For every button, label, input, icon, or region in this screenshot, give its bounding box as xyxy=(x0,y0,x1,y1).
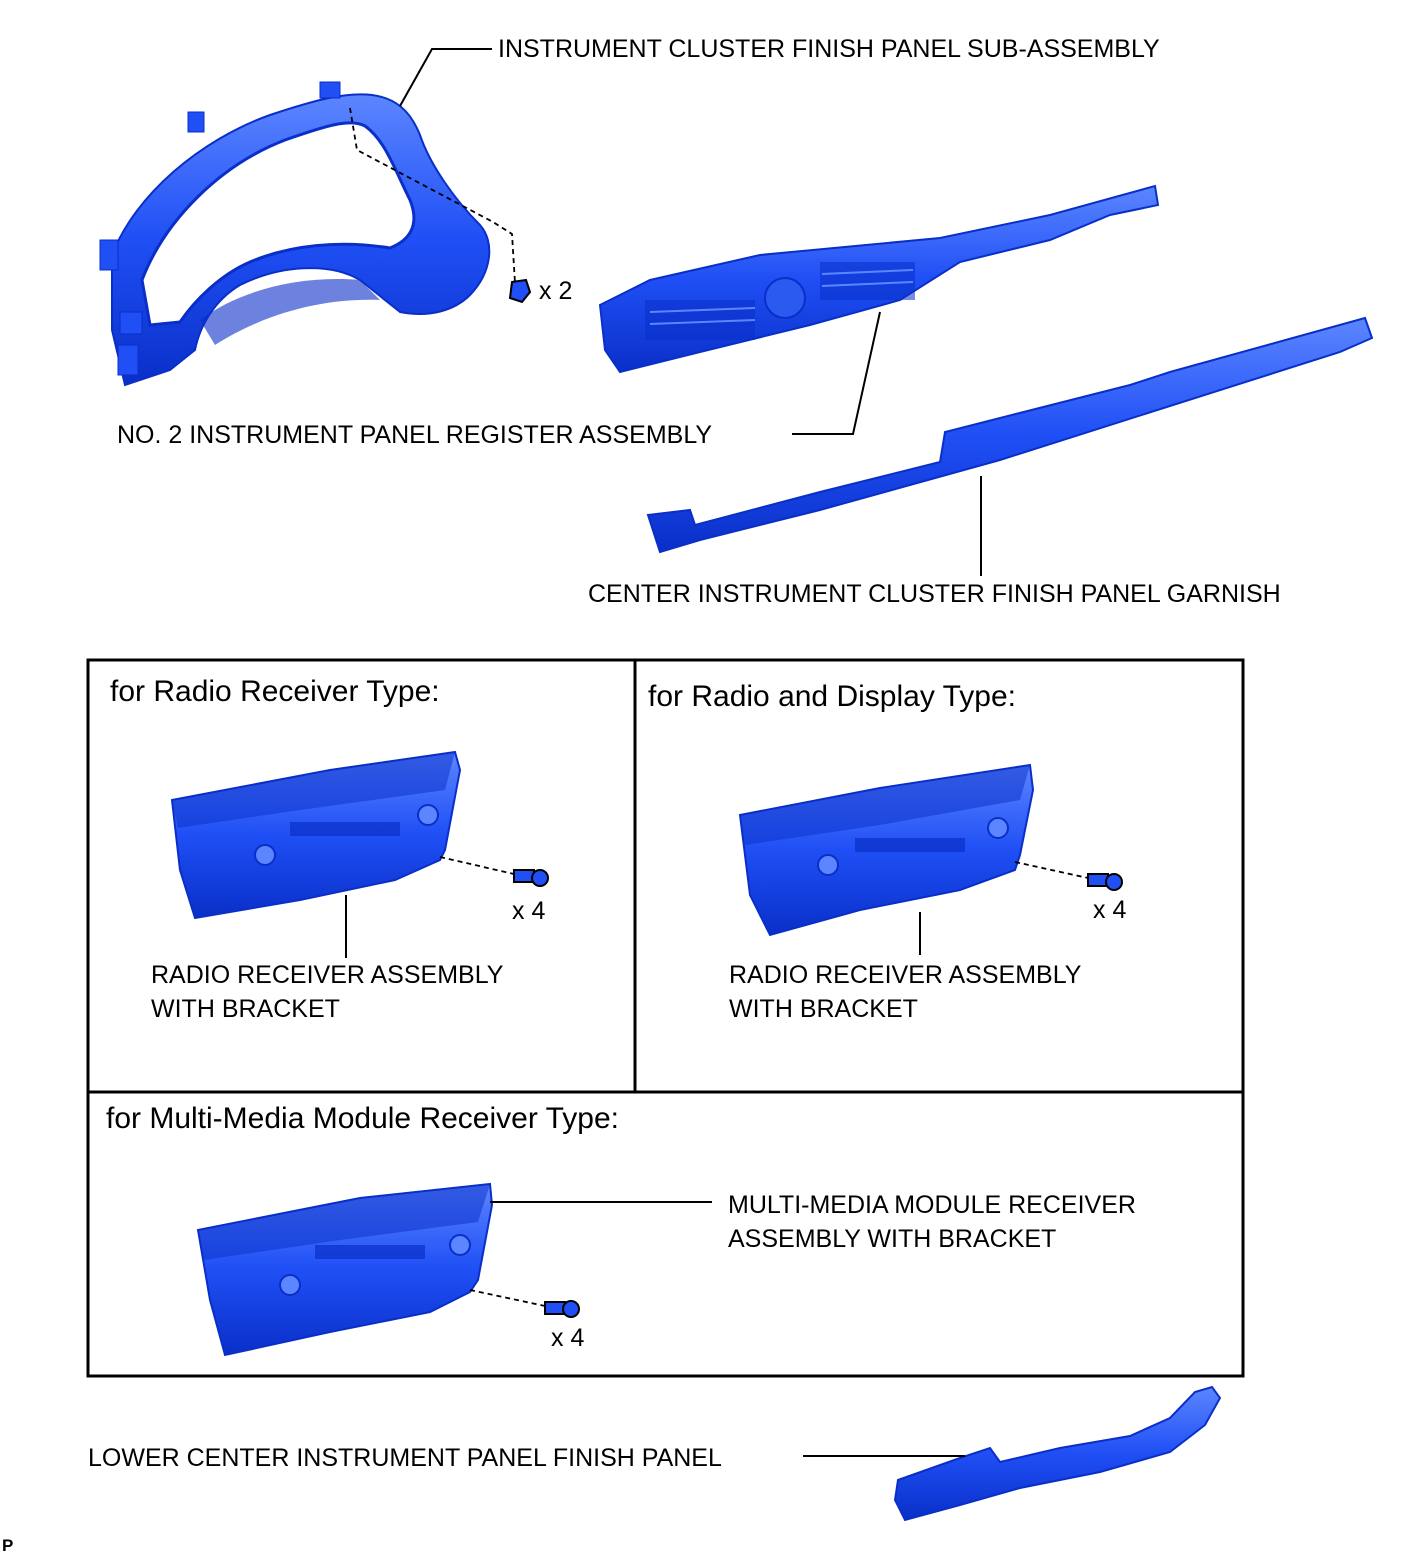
center-garnish-label: CENTER INSTRUMENT CLUSTER FINISH PANEL G… xyxy=(588,580,1281,608)
register-leader xyxy=(792,311,881,435)
display-bolt-leader xyxy=(1014,861,1089,879)
radio-bolt-quantity: x 4 xyxy=(512,897,546,925)
display-bolt-part xyxy=(1087,873,1123,891)
multimedia-bolt-part xyxy=(544,1300,580,1318)
instrument-cluster-finish-panel-label: INSTRUMENT CLUSTER FINISH PANEL SUB-ASSE… xyxy=(498,35,1160,63)
multimedia-bolt-leader xyxy=(469,1289,546,1307)
register-assembly-label: NO. 2 INSTRUMENT PANEL REGISTER ASSEMBLY xyxy=(117,421,713,449)
cluster-clip-leader xyxy=(349,107,516,284)
multimedia-bolt-quantity: x 4 xyxy=(551,1324,585,1352)
radio-receiver-part-label: RADIO RECEIVER ASSEMBLY WITH BRACKET xyxy=(151,961,504,1023)
register-assembly-part xyxy=(598,184,1160,374)
instrument-cluster-finish-panel-part xyxy=(99,81,491,387)
cluster-panel-leader xyxy=(399,48,492,107)
display-bolt-quantity: x 4 xyxy=(1093,896,1127,924)
cluster-clip-part xyxy=(508,278,532,304)
radio-display-receiver-part xyxy=(738,763,1035,937)
radio-receiver-type-heading: for Radio Receiver Type: xyxy=(110,675,440,708)
radio-bolt-leader xyxy=(439,856,515,875)
multimedia-part-label: MULTI-MEDIA MODULE RECEIVER ASSEMBLY WIT… xyxy=(728,1191,1136,1253)
center-garnish-part xyxy=(646,316,1374,554)
corner-mark: P xyxy=(2,1536,14,1555)
cluster-clip-quantity: x 2 xyxy=(539,277,573,305)
receiver-types-frame xyxy=(86,658,1245,1378)
lower-center-finish-panel-label: LOWER CENTER INSTRUMENT PANEL FINISH PAN… xyxy=(88,1444,722,1472)
lower-center-finish-panel-part xyxy=(893,1385,1222,1522)
radio-display-type-heading: for Radio and Display Type: xyxy=(648,680,1016,713)
radio-display-part-label: RADIO RECEIVER ASSEMBLY WITH BRACKET xyxy=(729,961,1082,1023)
radio-bolt-part xyxy=(513,869,549,887)
radio-receiver-part xyxy=(170,750,462,920)
multimedia-receiver-part xyxy=(196,1182,494,1357)
multimedia-type-heading: for Multi-Media Module Receiver Type: xyxy=(106,1102,619,1135)
